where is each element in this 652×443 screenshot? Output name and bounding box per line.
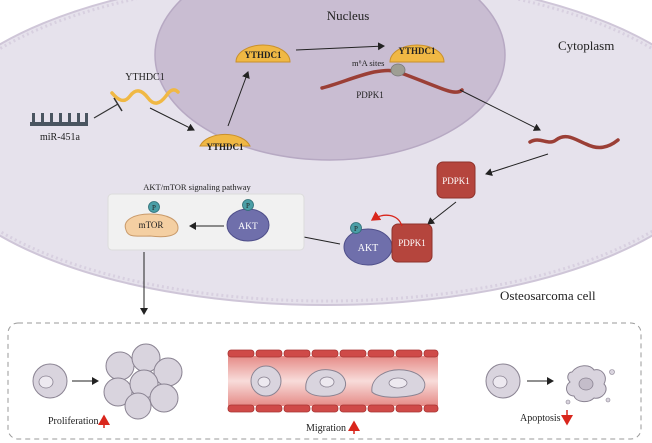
ythdc1-protein-shape	[199, 133, 251, 147]
apoptotic-cell	[565, 365, 615, 405]
translation-arrow	[149, 107, 195, 131]
akt-complex-phospho-label: P	[354, 225, 358, 233]
nucleus	[154, 0, 506, 161]
pdpk1-mrna-label: PDPK1	[356, 90, 384, 100]
ythdc1-nucleus-shape	[235, 44, 291, 63]
migration-label: Migration	[306, 423, 346, 434]
m6a-sites-label: m⁶A sites	[352, 58, 384, 68]
mtor-phospho-label: P	[152, 204, 156, 212]
nuclear-export-arrow	[459, 89, 541, 131]
cell-cluster	[103, 343, 183, 420]
akt-label: AKT	[238, 222, 258, 232]
akt-phospho-label: P	[246, 202, 250, 210]
akt-complex-label: AKT	[358, 243, 379, 254]
m6a-site-marker	[390, 63, 406, 77]
pdpk1-translation-arrow	[485, 153, 549, 176]
akt-phospho	[242, 199, 254, 211]
ythdc1-bound-label: YTHDC1	[398, 46, 436, 56]
nucleus-label: Nucleus	[327, 8, 370, 23]
single-cell-proliferation	[32, 363, 68, 399]
ythdc1-mrna-label: YTHDC1	[125, 72, 164, 83]
ythdc1-mrna	[110, 88, 180, 105]
single-cell-apoptosis	[485, 363, 521, 399]
pdpk1-protein	[436, 161, 476, 199]
cell-membrane	[0, 0, 652, 303]
ythdc1-nucleus-label: YTHDC1	[244, 50, 282, 60]
akt-complex-phospho	[350, 222, 362, 234]
inhibition-line	[93, 103, 119, 119]
pdpk1-to-complex-arrow	[427, 201, 457, 225]
mtor-label: mTOR	[139, 220, 164, 230]
osteosarcoma-cell-label: Osteosarcoma cell	[500, 288, 596, 303]
pdpk1-complex-shape	[391, 223, 433, 263]
cytoplasm-label: Cytoplasm	[558, 38, 614, 53]
mtor-shape	[124, 213, 179, 238]
pdpk1-mrna-cytoplasm	[528, 134, 620, 150]
ythdc1-protein-label: YTHDC1	[206, 142, 244, 152]
apoptosis-label: Apoptosis	[520, 413, 561, 424]
mtor-phospho	[148, 201, 160, 213]
pdpk1-protein-label: PDPK1	[442, 176, 470, 186]
phosphorylation-arrow	[370, 211, 403, 227]
ythdc1-bound-shape	[389, 44, 445, 63]
inhibition-bar	[113, 97, 123, 112]
mir451a-strand	[30, 113, 88, 126]
pathway-title: AKT/mTOR signaling pathway	[143, 182, 251, 192]
pdpk1-complex-label: PDPK1	[398, 238, 426, 248]
mir451a-label: miR-451a	[40, 132, 81, 143]
proliferation-label: Proliferation	[48, 416, 99, 427]
binding-arrow	[295, 42, 385, 51]
migrating-cells	[250, 365, 426, 398]
nuclear-import-arrow	[227, 71, 250, 127]
